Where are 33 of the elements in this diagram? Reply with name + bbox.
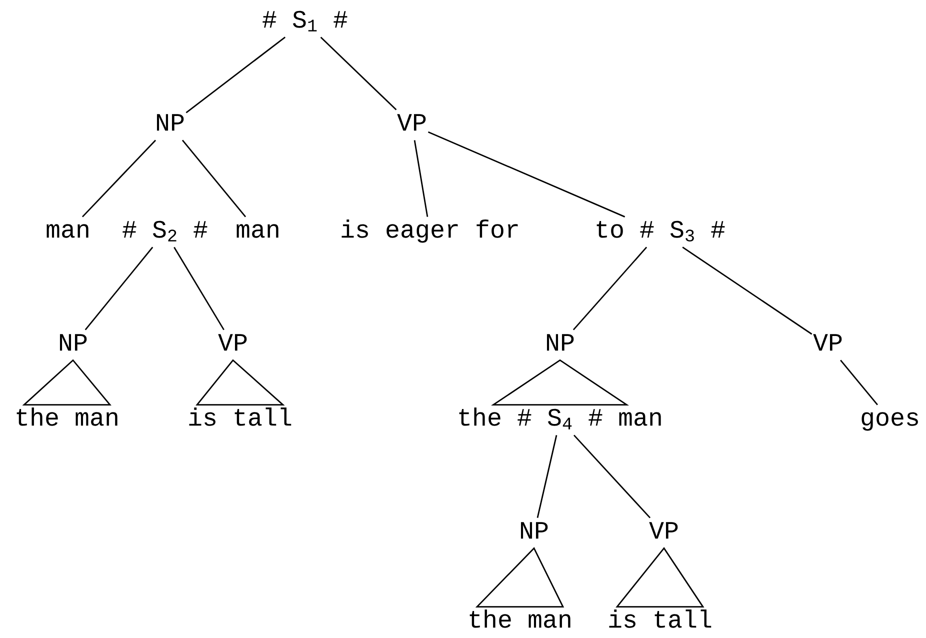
branch-line	[174, 246, 224, 330]
branch-line	[682, 246, 812, 335]
branch-line	[82, 140, 156, 218]
category-label: VP	[813, 334, 842, 351]
word-label: man	[46, 224, 88, 238]
category-label: NP	[546, 334, 574, 351]
branch-line	[572, 246, 648, 330]
word-label: the # S$_{4}$ # man	[459, 408, 661, 430]
word-label: is tall	[189, 408, 292, 426]
branch-line	[428, 131, 626, 218]
branch-line	[573, 434, 651, 518]
word-label: is tall	[609, 610, 712, 628]
word-label: to # S$_{3}$ #	[596, 220, 725, 242]
word-label: is eager for	[342, 220, 518, 243]
word-label: # S$_{1}$ #	[262, 10, 348, 32]
category-label: VP	[397, 114, 426, 131]
word-label: man	[236, 224, 278, 238]
branch-line	[320, 36, 397, 110]
category-label: NP	[156, 114, 184, 131]
word-label: goes	[862, 412, 918, 431]
branch-line	[182, 140, 246, 218]
word-label: the man	[16, 408, 118, 426]
word-label: # S$_{2}$ #	[122, 220, 208, 242]
branch-line	[536, 435, 558, 518]
category-label: VP	[218, 334, 247, 351]
category-label: VP	[649, 522, 678, 539]
category-label: NP	[520, 522, 548, 539]
word-label: the man	[470, 610, 570, 628]
branch-line	[840, 360, 878, 406]
branch-line	[84, 246, 154, 330]
branch-line	[414, 140, 428, 217]
category-label: NP	[60, 334, 87, 351]
branch-line	[186, 36, 286, 114]
